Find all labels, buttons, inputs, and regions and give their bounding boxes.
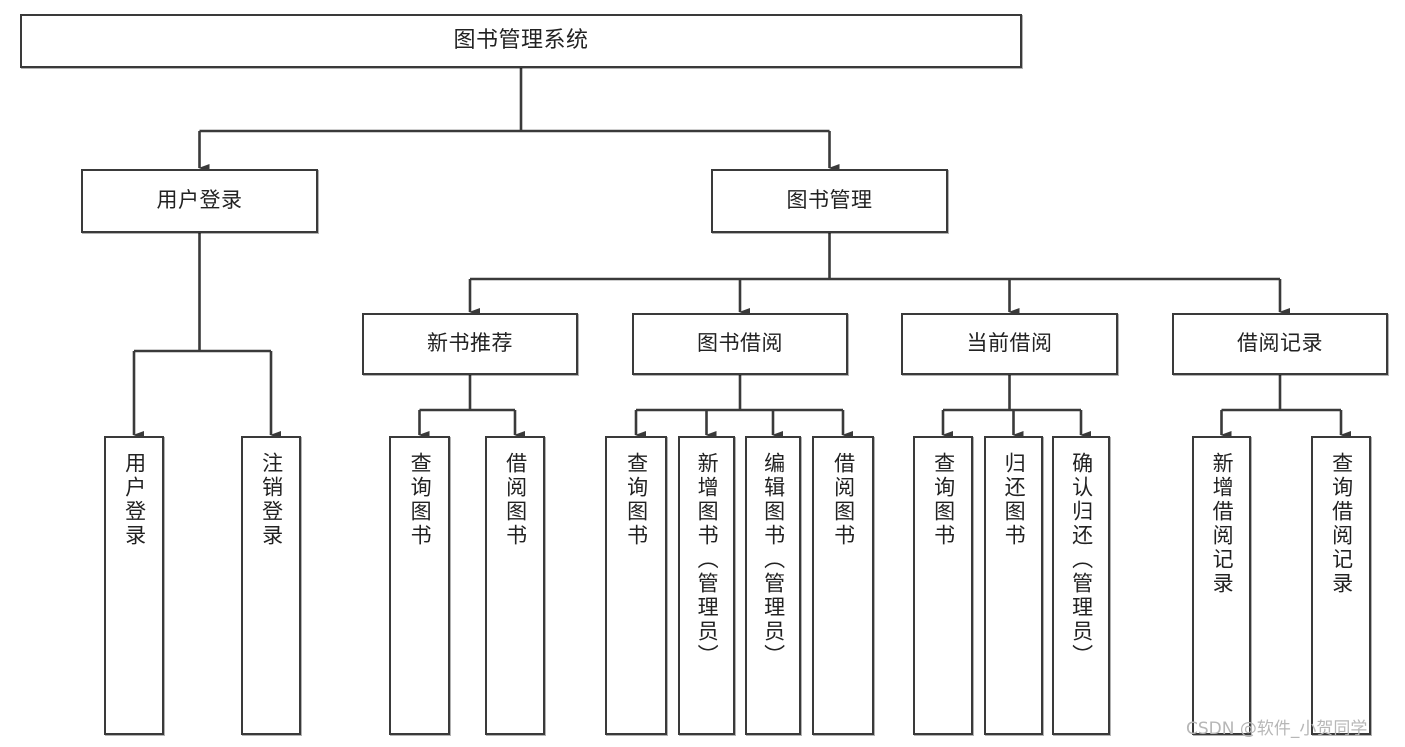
node-leaf-query-record[interactable]: 查询借阅记录	[1311, 436, 1371, 735]
node-leaf-edit-book[interactable]: 编辑图书（管理员）	[745, 436, 801, 735]
node-root-label: 图书管理系统	[453, 27, 589, 53]
node-leaf-return-book[interactable]: 归还图书	[984, 436, 1043, 735]
node-label: 归还图书	[1002, 452, 1027, 548]
node-label: 借阅图书	[831, 452, 856, 548]
node-borrow-record[interactable]: 借阅记录	[1172, 313, 1388, 375]
node-label: 新增借阅记录	[1210, 452, 1235, 596]
node-leaf-query-book-c[interactable]: 查询图书	[913, 436, 973, 735]
node-leaf-borrow-book-rec[interactable]: 借阅图书	[485, 436, 545, 735]
node-label: 图书管理	[786, 188, 873, 213]
node-user-login[interactable]: 用户登录	[81, 169, 318, 233]
node-leaf-confirm-return[interactable]: 确认归还（管理员）	[1052, 436, 1110, 735]
node-label: 注销登录	[259, 452, 284, 548]
node-label: 用户登录	[156, 188, 243, 213]
node-label: 借阅图书	[503, 452, 528, 548]
node-label: 查询图书	[408, 452, 433, 548]
node-leaf-add-book[interactable]: 新增图书（管理员）	[678, 436, 735, 735]
node-label: 借阅记录	[1237, 331, 1323, 356]
node-label: 新书推荐	[427, 331, 513, 356]
node-leaf-borrow-book-b[interactable]: 借阅图书	[812, 436, 874, 735]
node-leaf-query-book-rec[interactable]: 查询图书	[389, 436, 450, 735]
node-label: 编辑图书（管理员）	[761, 452, 786, 668]
node-current-borrow[interactable]: 当前借阅	[901, 313, 1118, 375]
node-book-borrow[interactable]: 图书借阅	[632, 313, 848, 375]
node-label: 新增图书（管理员）	[695, 452, 720, 668]
node-label: 查询图书	[931, 452, 956, 548]
node-leaf-user-login[interactable]: 用户登录	[104, 436, 164, 735]
node-label: 确认归还（管理员）	[1069, 452, 1094, 668]
node-book-manage[interactable]: 图书管理	[711, 169, 948, 233]
node-label: 图书借阅	[697, 331, 783, 356]
node-leaf-add-record[interactable]: 新增借阅记录	[1192, 436, 1251, 735]
node-label: 查询借阅记录	[1329, 452, 1354, 596]
node-label: 用户登录	[122, 452, 147, 548]
node-leaf-query-book-b[interactable]: 查询图书	[605, 436, 667, 735]
node-label: 查询图书	[624, 452, 649, 548]
node-root[interactable]: 图书管理系统	[20, 14, 1022, 68]
watermark: CSDN @软件_小贺同学	[1186, 719, 1368, 739]
node-new-book-rec[interactable]: 新书推荐	[362, 313, 578, 375]
node-leaf-logout[interactable]: 注销登录	[241, 436, 301, 735]
node-label: 当前借阅	[966, 331, 1053, 356]
